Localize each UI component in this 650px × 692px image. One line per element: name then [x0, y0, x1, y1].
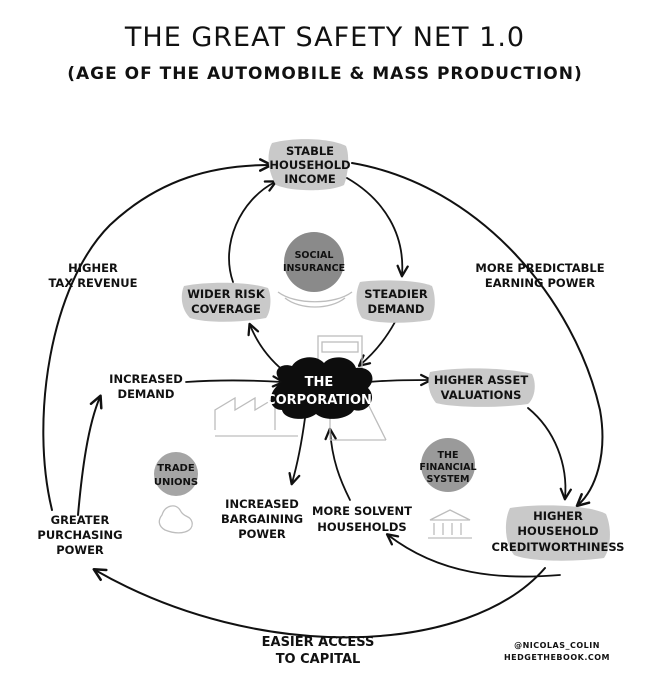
social-insurance-line-1: SOCIAL [295, 250, 334, 261]
trade-unions-badge [154, 452, 198, 496]
increased-demand-line-1: INCREASED [109, 372, 183, 386]
highlight-creditworthiness [505, 505, 610, 561]
greater-purchasing-line-1: GREATER [51, 513, 110, 527]
arrow-asset-to-credit [527, 407, 572, 501]
increased-demand-line-2: DEMAND [118, 387, 175, 401]
greater-purchasing-line-2: PURCHASING [37, 528, 122, 542]
corporation-line-1: THE [305, 375, 334, 390]
higher-tax-line-1: HIGHER [68, 261, 118, 275]
node-corporation: THE CORPORATION [266, 375, 372, 408]
highlight-stable-income [268, 139, 349, 191]
node-greater-purchasing: GREATER PURCHASING POWER [37, 513, 122, 557]
background-sketches [158, 291, 472, 539]
easier-access-line-2: TO CAPITAL [276, 652, 361, 667]
corporation-cloud [270, 357, 373, 419]
arrow-income-to-predictable [351, 162, 604, 508]
easier-access-line-1: EASIER ACCESS [262, 635, 375, 650]
node-creditworthiness: HIGHER HOUSEHOLD CREDITWORTHINESS [492, 509, 625, 554]
higher-tax-line-2: TAX REVENUE [48, 276, 137, 290]
node-higher-asset: HIGHER ASSET VALUATIONS [434, 373, 528, 402]
steadier-demand-line-2: DEMAND [368, 302, 425, 316]
node-predictable-earning: MORE PREDICTABLE EARNING POWER [475, 261, 604, 290]
arrow-solvent-to-corporation [324, 427, 351, 501]
creditworthiness-line-2: HOUSEHOLD [517, 524, 598, 538]
node-stable-income: STABLE HOUSEHOLD INCOME [269, 144, 350, 186]
credit-site: HEDGETHEBOOK.COM [503, 653, 611, 662]
social-insurance-line-2: INSURANCE [283, 263, 345, 274]
greater-purchasing-line-3: POWER [56, 543, 104, 557]
node-bargaining-power: INCREASED BARGAINING POWER [221, 497, 303, 541]
wider-risk-line-2: COVERAGE [191, 302, 261, 316]
financial-system-line-3: SYSTEM [427, 474, 470, 485]
node-labels: STABLE HOUSEHOLD INCOME WIDER RISK COVER… [37, 144, 624, 667]
trade-unions-line-1: TRADE [157, 463, 195, 474]
social-insurance-sketch [277, 291, 353, 308]
node-financial-system: THE FINANCIAL SYSTEM [419, 450, 476, 485]
solvent-households-line-2: HOUSEHOLDS [317, 520, 406, 534]
node-trade-unions: TRADE UNIONS [154, 463, 198, 488]
node-easier-access: EASIER ACCESS TO CAPITAL [262, 635, 375, 667]
arrow-income-to-steadier [346, 177, 409, 278]
flexed-arm-icon [158, 505, 193, 534]
node-steadier-demand: STEADIER DEMAND [364, 287, 428, 316]
steadier-demand-line-1: STEADIER [364, 287, 428, 301]
node-social-insurance: SOCIAL INSURANCE [283, 250, 345, 274]
trade-unions-line-2: UNIONS [154, 477, 198, 488]
arrow-wider-to-income [228, 180, 278, 283]
arrow-corporation-to-asset [367, 373, 433, 387]
arrow-steadier-to-corporation [357, 321, 396, 367]
bargaining-power-line-3: POWER [238, 527, 286, 541]
stable-income-line-2: HOUSEHOLD [269, 158, 350, 172]
corporation-line-2: CORPORATION [266, 393, 372, 408]
arrow-purchasing-to-demand [77, 394, 103, 516]
arrow-corporation-to-bargaining [288, 417, 306, 486]
financial-system-badge [421, 438, 475, 492]
arrow-purchasing-to-income [42, 158, 273, 511]
solvent-households-line-1: MORE SOLVENT [312, 504, 412, 518]
bargaining-power-line-2: BARGAINING [221, 512, 303, 526]
node-higher-tax: HIGHER TAX REVENUE [48, 261, 137, 290]
outer-cycle-arrows [42, 158, 604, 639]
financial-system-line-1: THE [438, 450, 459, 461]
highlight-steadier-demand [356, 280, 435, 323]
node-solvent-households: MORE SOLVENT HOUSEHOLDS [312, 504, 412, 534]
credit: @NICOLAS_COLIN HEDGETHEBOOK.COM [482, 640, 632, 664]
financial-system-line-2: FINANCIAL [419, 462, 476, 473]
stable-income-line-1: STABLE [286, 144, 334, 158]
creditworthiness-line-3: CREDITWORTHINESS [492, 540, 625, 554]
credit-handle: @NICOLAS_COLIN [514, 641, 600, 650]
higher-asset-line-1: HIGHER ASSET [434, 373, 528, 387]
highlight-higher-asset [428, 368, 535, 407]
arrow-creditworthiness-to-purchasing [92, 567, 546, 639]
social-insurance-badge [284, 232, 344, 292]
creditworthiness-line-1: HIGHER [533, 509, 583, 523]
node-wider-risk: WIDER RISK COVERAGE [187, 287, 266, 316]
inner-arrows [185, 177, 572, 578]
arrow-credit-to-solvent [385, 533, 561, 578]
node-increased-demand: INCREASED DEMAND [109, 372, 183, 401]
stable-income-line-3: INCOME [284, 172, 336, 186]
arrow-demand-to-corporation [185, 375, 285, 388]
diagram-title: THE GREAT SAFETY NET 1.0 [124, 22, 526, 53]
bank-icon [428, 509, 472, 539]
node-highlights [181, 139, 610, 561]
bargaining-power-line-1: INCREASED [225, 497, 299, 511]
wider-risk-line-1: WIDER RISK [187, 287, 266, 301]
diagram-subtitle: (AGE OF THE AUTOMOBILE & MASS PRODUCTION… [67, 64, 583, 84]
highlight-wider-risk [181, 282, 271, 322]
arrow-corporation-to-wider [247, 322, 286, 373]
predictable-earning-line-2: EARNING POWER [485, 276, 595, 290]
higher-asset-line-2: VALUATIONS [441, 388, 522, 402]
predictable-earning-line-1: MORE PREDICTABLE [475, 261, 604, 275]
